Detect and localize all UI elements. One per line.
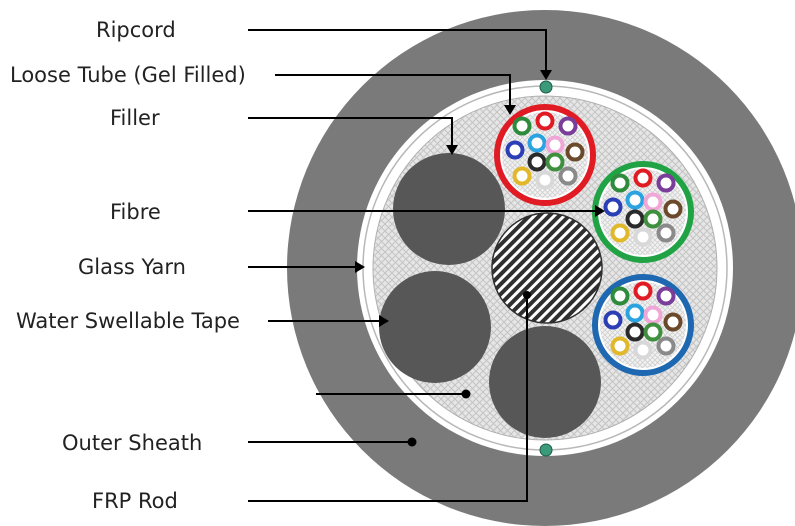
fibre <box>610 173 630 193</box>
leader-dot-outer-sheath <box>407 437 417 447</box>
loose-tube-blue <box>592 274 694 376</box>
fibre <box>633 168 653 188</box>
fibre <box>663 199 683 219</box>
filler-bottom <box>489 326 601 438</box>
loose-tube-green <box>592 161 694 263</box>
leader-dot-frp-rod <box>523 291 531 299</box>
fibre <box>643 305 663 325</box>
label-outer-sheath: Outer Sheath <box>62 431 202 455</box>
fibre <box>535 111 555 131</box>
loose-tubes <box>494 104 694 376</box>
label-filler: Filler <box>110 106 160 130</box>
fibre <box>625 209 645 229</box>
fibre <box>527 133 547 153</box>
fibre <box>656 223 676 243</box>
fibre <box>512 166 532 186</box>
fibre <box>505 140 525 160</box>
fibre <box>558 116 578 136</box>
loose-tube-red <box>494 104 596 206</box>
frp-rod <box>491 212 603 324</box>
label-glass-yarn: Glass Yarn <box>78 255 186 279</box>
fibre <box>663 312 683 332</box>
fibre <box>610 336 630 356</box>
fibre <box>656 173 676 193</box>
filler-lower-left <box>379 271 491 383</box>
filler-upper-left <box>393 153 505 265</box>
fibre <box>625 303 645 323</box>
ripcord-top <box>539 80 553 94</box>
fibre <box>643 209 663 229</box>
leader-lines <box>248 29 605 502</box>
fibre <box>625 190 645 210</box>
fibre <box>656 336 676 356</box>
fibre <box>625 322 645 342</box>
label-loose-tube: Loose Tube (Gel Filled) <box>10 63 246 87</box>
fibre <box>610 286 630 306</box>
fibre <box>545 152 565 172</box>
label-fibre: Fibre <box>110 200 161 224</box>
fibre <box>603 310 623 330</box>
fibre <box>643 322 663 342</box>
ripcord-bottom <box>539 443 553 457</box>
fibre <box>565 142 585 162</box>
fibre <box>633 340 653 360</box>
fibre <box>610 223 630 243</box>
label-water-swellable-tape: Water Swellable Tape <box>16 309 240 333</box>
fibre <box>527 152 547 172</box>
label-frp-rod: FRP Rod <box>92 489 178 513</box>
fibre <box>656 286 676 306</box>
fibre <box>535 170 555 190</box>
fibre <box>633 227 653 247</box>
fibre <box>512 116 532 136</box>
leader-dot-glass-yarn <box>461 389 471 399</box>
label-ripcord: Ripcord <box>96 18 176 42</box>
fibre <box>633 281 653 301</box>
fibre <box>558 166 578 186</box>
fibre <box>643 192 663 212</box>
fibre <box>603 197 623 217</box>
fibre <box>545 135 565 155</box>
